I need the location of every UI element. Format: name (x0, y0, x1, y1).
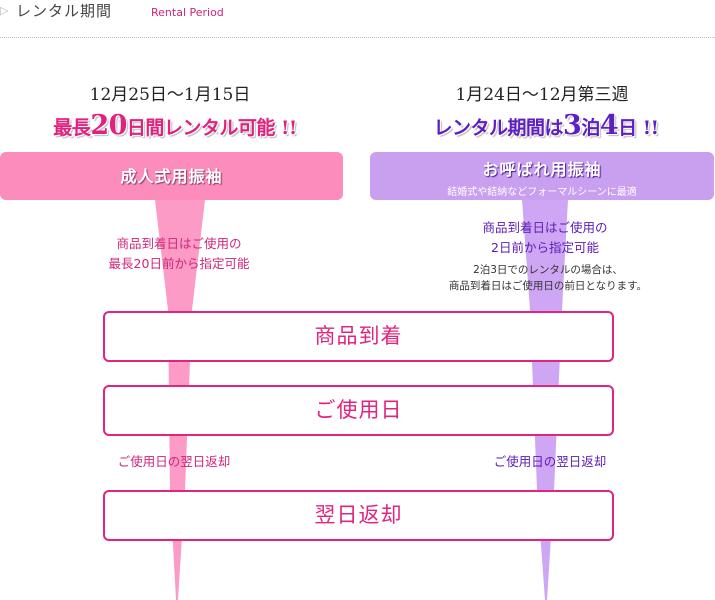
left-headline: 最長20日間レンタル可能 !! (53, 110, 297, 141)
right-small-note: 2泊3日でのレンタルの場合は、 商品到着日はご使用日の前日となります。 (448, 264, 648, 292)
left-arrival-note: 商品到着日はご使用の 最長20日前から指定可能 (108, 236, 250, 271)
category-formal-invite: お呼ばれ用振袖 結婚式や結納などフォーマルシーンに最適 (370, 152, 714, 200)
section-header: ▷ レンタル期間 Rental Period (0, 0, 715, 38)
step-arrival: 商品到着 (103, 311, 614, 362)
right-headline: レンタル期間は3泊4日 !! (433, 110, 659, 141)
right-date-range: 1月24日〜12月第三週 (455, 85, 629, 105)
step-use-day: ご使用日 (103, 385, 614, 436)
right-arrival-note: 商品到着日はご使用の 2日前から指定可能 (482, 220, 608, 255)
chevron-right-icon: ▷ (0, 4, 9, 17)
dotted-divider (0, 37, 715, 38)
right-return-note: ご使用日の翌日返却 (493, 454, 607, 469)
category-subtitle: 結婚式や結納などフォーマルシーンに最適 (447, 187, 637, 198)
category-title: お呼ばれ用振袖 (482, 160, 602, 179)
step-return: 翌日返却 (103, 490, 614, 541)
left-date-range: 12月25日〜1月15日 (89, 85, 251, 105)
left-return-note: ご使用日の翌日返却 (117, 454, 231, 469)
section-title: レンタル期間 (16, 2, 113, 20)
section-subtitle: Rental Period (151, 6, 224, 19)
category-title: 成人式用振袖 (120, 167, 223, 186)
category-coming-of-age: 成人式用振袖 (0, 152, 343, 200)
